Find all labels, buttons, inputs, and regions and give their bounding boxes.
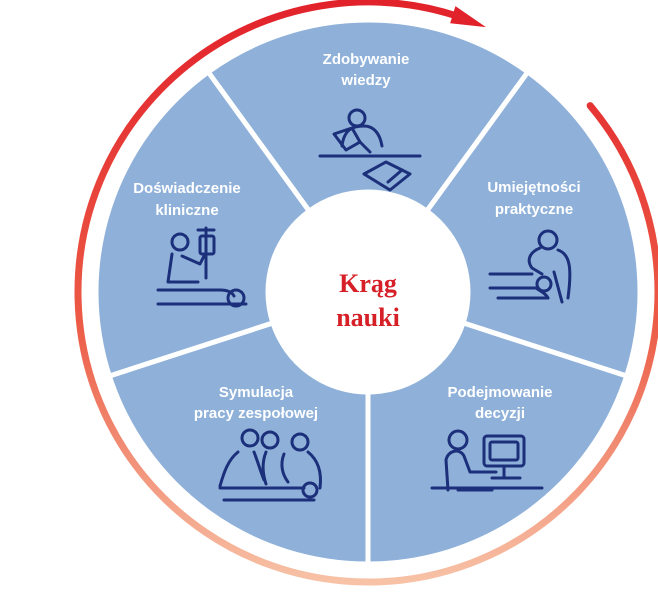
segment-label-teamwork-line2: pracy zespołowej (194, 405, 318, 422)
iv-drip-icon (156, 226, 248, 308)
segment-labels: Zdobywanie wiedzy Umiejętności praktyczn… (133, 51, 580, 422)
segment-label-skills-line1: Umiejętności (487, 179, 580, 196)
cycle-arrowhead (450, 6, 486, 28)
segment-label-clinical-line2: kliniczne (155, 202, 218, 219)
segment-label-clinical-line1: Doświadczenie (133, 180, 241, 197)
segment-label-decisions-line2: decyzji (475, 405, 525, 422)
computer-desk-icon (430, 429, 544, 492)
segment-label-decisions-line1: Podejmowanie (447, 384, 552, 401)
reading-icon (318, 108, 422, 192)
center-circle (268, 192, 468, 392)
cycle-arrow (74, 0, 658, 586)
segment-label-teamwork-line1: Symulacja (219, 384, 294, 401)
patient-exam-icon (488, 229, 572, 304)
team-care-icon (218, 428, 322, 502)
cycle-arc-main (74, 0, 658, 586)
center-title-line2: nauki (336, 303, 400, 332)
segment-label-knowledge-line1: Zdobywanie (323, 51, 410, 68)
icon-layer (156, 108, 572, 502)
center-title-line1: Krąg (339, 269, 397, 298)
segment-group (93, 17, 643, 567)
segment-label-knowledge-line2: wiedzy (340, 72, 391, 89)
segment-label-skills-line2: praktyczne (495, 201, 573, 218)
